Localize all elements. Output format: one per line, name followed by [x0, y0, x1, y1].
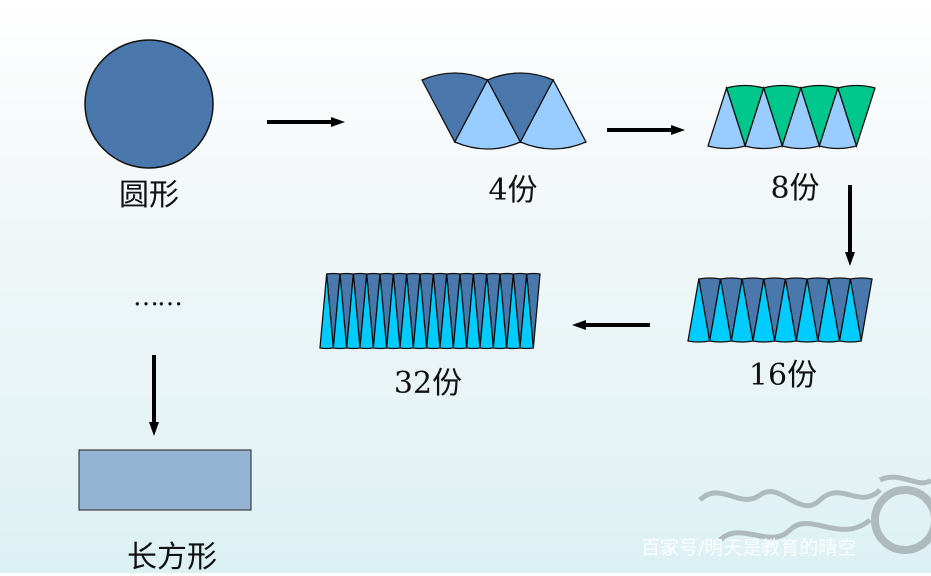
thirtytwo-parts-strip — [319, 272, 541, 350]
arrow-icon — [607, 125, 685, 135]
rectangle-shape — [78, 449, 252, 511]
watermark-text: 百家号/明天是教育的晴空 — [641, 537, 857, 559]
arrow-icon — [149, 355, 159, 436]
arrow-icon — [572, 320, 650, 330]
dragon-watermark-decoration — [698, 474, 931, 554]
circle-shape — [84, 39, 214, 169]
label-sixteen-parts: 16份 — [748, 358, 818, 393]
label-four-parts: 4份 — [488, 173, 538, 208]
sixteen-parts-strip — [687, 277, 873, 343]
sector-top — [849, 277, 873, 342]
sector-bottom — [818, 85, 858, 150]
arrow-icon — [267, 117, 345, 127]
sector-strips — [319, 72, 876, 350]
label-circle: 圆形 — [119, 178, 179, 213]
sector-top — [525, 272, 541, 349]
label-rectangle: 长方形 — [127, 540, 217, 575]
label-thirtytwo-parts: 32份 — [393, 366, 463, 401]
eight-parts-strip — [707, 84, 876, 150]
label-eight-parts: 8份 — [770, 171, 820, 206]
arrows — [149, 117, 855, 436]
sector-bottom — [838, 278, 862, 343]
four-parts-strip — [421, 72, 587, 150]
sector-top — [837, 84, 876, 149]
sector-bottom — [519, 78, 587, 150]
label-ellipsis: …… — [133, 282, 183, 312]
arrow-icon — [845, 185, 855, 266]
sector-bottom — [519, 273, 535, 350]
